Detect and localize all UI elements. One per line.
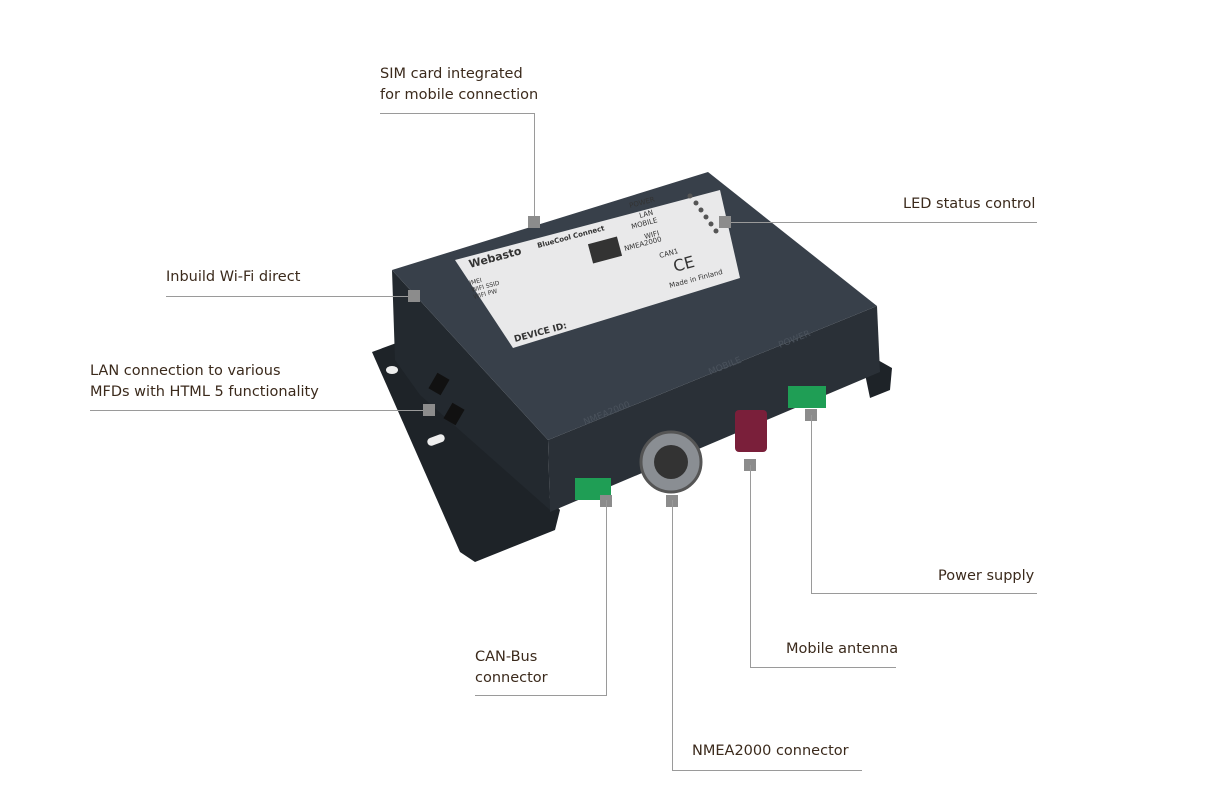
callout-nmea2000: NMEA2000 connector [692, 743, 849, 759]
callout-sim-card: SIM card integrated for mobile connectio… [380, 64, 538, 106]
device-front-face [548, 306, 880, 512]
led-label: LAN [638, 209, 654, 220]
callout-text: SIM card integrated [380, 66, 523, 82]
leader-line [672, 500, 673, 770]
led-label: WIFI [643, 229, 660, 241]
callout-text: MFDs with HTML 5 functionality [90, 384, 319, 400]
leader-line [750, 667, 896, 668]
leader-line [724, 222, 1037, 223]
leader-line [90, 410, 425, 411]
leader-line [534, 113, 535, 219]
mounting-slot [427, 434, 445, 446]
leader-line [672, 770, 862, 771]
leader-line [475, 695, 607, 696]
mounting-flange [372, 338, 560, 562]
leader-line [811, 593, 1037, 594]
marker [423, 404, 435, 416]
marker [408, 290, 420, 302]
mobile-antenna-connector [735, 410, 767, 452]
callout-text: connector [475, 670, 548, 686]
leader-line [750, 465, 751, 667]
nmea2000-connector-center [654, 445, 688, 479]
lan-port [428, 372, 450, 396]
callout-can-bus: CAN-Bus connector [475, 647, 548, 689]
lan-port [443, 402, 465, 426]
mounting-hole [386, 366, 398, 374]
device-left-face [392, 270, 550, 510]
callout-text: LAN connection to various [90, 363, 281, 379]
marker [528, 216, 540, 228]
can-bus-connector [575, 478, 611, 500]
callout-mobile-antenna: Mobile antenna [786, 641, 899, 657]
leader-line [380, 113, 534, 114]
qr-code [587, 236, 623, 264]
callout-wifi: Inbuild Wi-Fi direct [166, 269, 301, 285]
leader-line [811, 415, 812, 593]
leader-line [166, 296, 410, 297]
callout-power-supply: Power supply [938, 568, 1035, 584]
power-connector [788, 386, 826, 408]
led-indicators [687, 193, 719, 234]
callout-text: for mobile connection [380, 87, 539, 103]
ce-mark: CE [671, 252, 696, 276]
callout-lan: LAN connection to various MFDs with HTML… [90, 361, 319, 403]
callout-led-status: LED status control [903, 196, 1036, 212]
callout-text: CAN-Bus [475, 649, 538, 665]
label-field: IMEI [469, 277, 483, 287]
leader-line [606, 500, 607, 695]
marker [719, 216, 731, 228]
device-label [455, 190, 740, 348]
